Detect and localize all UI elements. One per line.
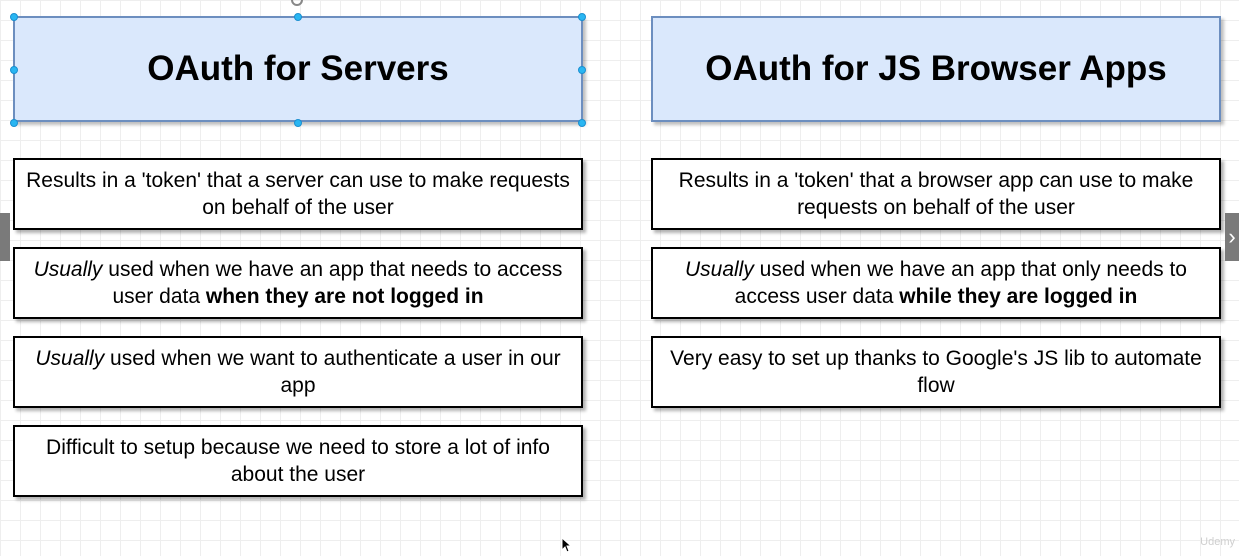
resize-handle-mr[interactable] <box>578 66 586 74</box>
card-text: Usually used when we want to authenticat… <box>21 345 575 399</box>
left-card[interactable]: Usually used when we want to authenticat… <box>13 336 583 408</box>
right-header-box[interactable]: OAuth for JS Browser Apps <box>651 16 1221 122</box>
card-text-segment: Usually <box>33 258 103 281</box>
resize-handle-ml[interactable] <box>10 66 18 74</box>
right-card[interactable]: Very easy to set up thanks to Google's J… <box>651 336 1221 408</box>
left-card[interactable]: Results in a 'token' that a server can u… <box>13 158 583 230</box>
next-slide-tab[interactable]: › <box>1225 213 1239 261</box>
resize-handle-tr[interactable] <box>578 13 586 21</box>
card-text-segment: Very easy to set up thanks to Google's J… <box>670 347 1202 397</box>
card-text: Results in a 'token' that a browser app … <box>659 167 1213 221</box>
card-text-segment: Usually <box>35 347 105 370</box>
card-text: Results in a 'token' that a server can u… <box>21 167 575 221</box>
right-card[interactable]: Usually used when we have an app that on… <box>651 247 1221 319</box>
card-text: Very easy to set up thanks to Google's J… <box>659 345 1213 399</box>
resize-handle-tm[interactable] <box>294 13 302 21</box>
resize-handle-bl[interactable] <box>10 119 18 127</box>
prev-slide-tab[interactable] <box>0 213 10 261</box>
card-text-segment: Usually <box>684 258 754 281</box>
card-text-segment: used when we want to authenticate a user… <box>104 347 561 397</box>
card-text-segment: while they are logged in <box>899 285 1138 308</box>
resize-handle-tl[interactable] <box>10 13 18 21</box>
card-text-segment: used when we have an app that needs to a… <box>102 258 563 308</box>
card-text: Usually used when we have an app that on… <box>659 256 1213 310</box>
card-text-segment: Results in a 'token' that a server can u… <box>26 169 570 219</box>
card-text: Difficult to setup because we need to st… <box>21 434 575 488</box>
card-text-segment: used when we have an app that only needs… <box>734 258 1187 308</box>
resize-handle-br[interactable] <box>578 119 586 127</box>
card-text: Usually used when we have an app that ne… <box>21 256 575 310</box>
chevron-right-icon: › <box>1228 224 1236 249</box>
card-text-segment: when they are not logged in <box>205 285 484 308</box>
left-card[interactable]: Difficult to setup because we need to st… <box>13 425 583 497</box>
watermark-logo: Udemy <box>1200 536 1235 548</box>
card-text-segment: Difficult to setup because we need to st… <box>46 436 550 486</box>
card-text-segment: Results in a 'token' that a browser app … <box>678 169 1194 219</box>
rotate-handle[interactable] <box>291 0 303 6</box>
mouse-cursor-icon <box>561 537 571 553</box>
left-header-box[interactable]: OAuth for Servers <box>13 16 583 122</box>
resize-handle-bm[interactable] <box>294 119 302 127</box>
right-card[interactable]: Results in a 'token' that a browser app … <box>651 158 1221 230</box>
left-card[interactable]: Usually used when we have an app that ne… <box>13 247 583 319</box>
right-header-title: OAuth for JS Browser Apps <box>705 49 1167 88</box>
left-header-title: OAuth for Servers <box>147 49 449 88</box>
